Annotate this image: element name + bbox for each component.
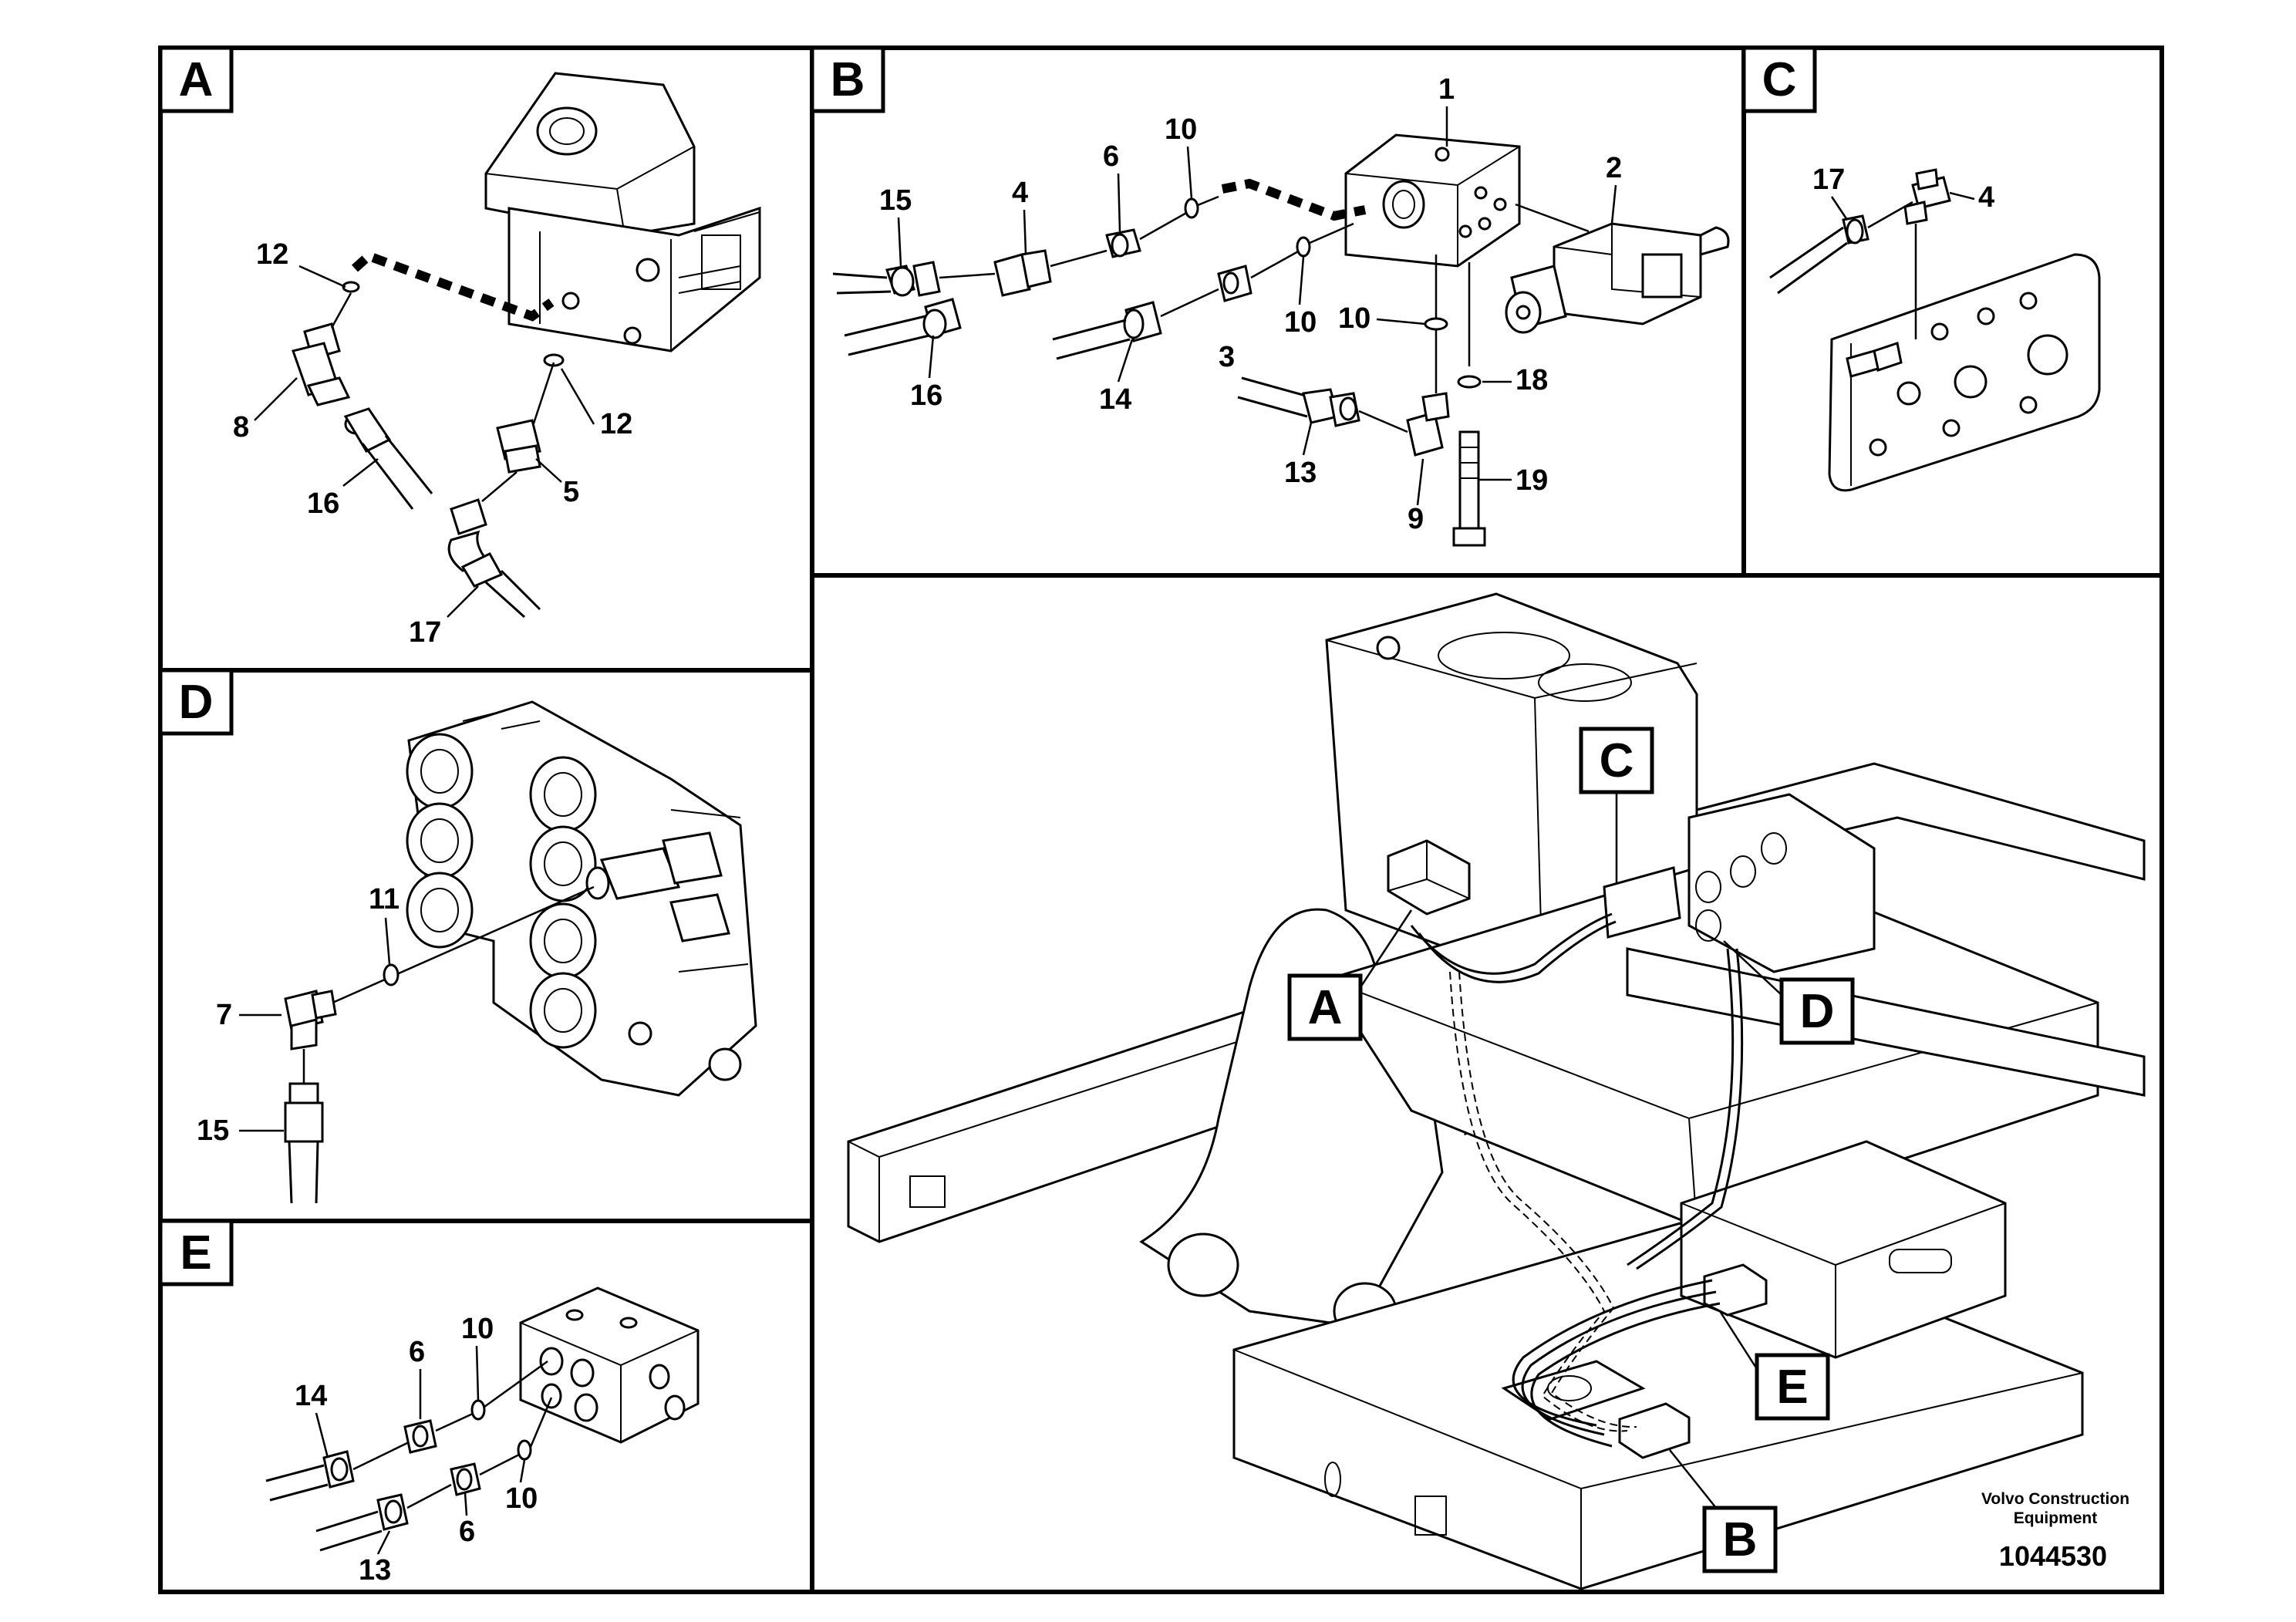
footer: Volvo Construction Equipment 1044530	[1981, 1490, 2129, 1572]
label-a-12-upper: 12	[256, 238, 288, 271]
callout-e-box	[1755, 1353, 1830, 1421]
panel-a: A	[158, 46, 761, 649]
hose-16-a	[343, 407, 433, 510]
label-b-10-mid: 10	[1284, 306, 1317, 339]
label-d-7: 7	[216, 999, 232, 1031]
brand-line-2: Equipment	[2014, 1509, 2098, 1527]
label-b-1: 1	[1438, 73, 1455, 106]
machine-frame-illustration	[847, 592, 2146, 1590]
hose-16-b	[844, 298, 962, 356]
label-b-2: 2	[1606, 152, 1622, 184]
label-b-13: 13	[1284, 457, 1317, 489]
label-a-5: 5	[563, 476, 579, 508]
label-a-17: 17	[409, 616, 441, 649]
panel-a-tag-box	[158, 46, 234, 113]
hose-routing	[1410, 912, 1744, 1448]
panel-d: D	[158, 668, 757, 1204]
panel-c-tag: C	[1762, 53, 1797, 106]
fitting-5-assembly	[481, 353, 565, 502]
panel-e-tag: E	[180, 1226, 211, 1280]
panel-c-tag-box	[1741, 46, 1817, 113]
panel-b-tag: B	[831, 53, 865, 106]
label-e-6-upper: 6	[409, 1336, 425, 1368]
control-valve-illustration	[406, 700, 757, 1097]
panel-d-tag-box	[158, 668, 234, 736]
callout-c-tag: C	[1600, 734, 1634, 787]
label-e-13: 13	[359, 1554, 391, 1587]
label-a-8: 8	[233, 411, 249, 443]
manifold-block-illustration	[1344, 133, 1521, 268]
hose-17-c	[1769, 201, 1913, 295]
hose-15-d	[284, 1082, 324, 1204]
overview-frame	[810, 573, 2164, 1594]
label-b-14: 14	[1099, 383, 1131, 416]
manifold-block-e-illustration	[519, 1286, 700, 1444]
label-b-4: 4	[1012, 177, 1028, 209]
label-b-15: 15	[879, 184, 912, 217]
label-a-12-lower: 12	[600, 408, 632, 440]
brand-line-1: Volvo Construction	[1981, 1490, 2129, 1508]
callout-d-box	[1779, 977, 1855, 1045]
bolt-19-illustration	[1452, 262, 1486, 547]
solenoid-valve-illustration	[484, 72, 761, 352]
label-d-15: 15	[197, 1114, 229, 1147]
callout-a-tag: A	[1308, 981, 1343, 1034]
hose-17-a	[447, 498, 541, 619]
label-b-19: 19	[1515, 464, 1548, 497]
pilot-line-dashed-a	[352, 251, 555, 322]
tee-fitting-4-c	[1903, 168, 1951, 339]
label-c-4: 4	[1978, 181, 1994, 214]
callout-d-tag: D	[1800, 985, 1835, 1038]
label-c-17: 17	[1812, 164, 1845, 196]
panel-e-tag-box	[158, 1219, 234, 1286]
label-b-10-top: 10	[1165, 113, 1197, 146]
fitting-8-assembly	[292, 281, 360, 406]
label-b-6: 6	[1103, 140, 1119, 173]
panel-b-tag-box	[810, 46, 885, 113]
pilot-line-dashed-b	[1221, 178, 1367, 221]
label-b-9: 9	[1408, 503, 1424, 535]
label-e-14: 14	[295, 1380, 327, 1412]
label-b-16: 16	[910, 379, 942, 412]
callout-b-tag: B	[1723, 1513, 1758, 1566]
fitting-chain-b-lower	[1237, 255, 1450, 457]
label-b-3: 3	[1219, 341, 1235, 373]
label-b-18: 18	[1515, 364, 1548, 396]
callout-b-box	[1702, 1506, 1778, 1573]
label-e-6-lower: 6	[459, 1516, 475, 1548]
label-e-10-upper: 10	[461, 1313, 494, 1345]
fitting-chain-b-middle	[1052, 222, 1354, 360]
panel-a-tag: A	[179, 53, 214, 106]
doc-number: 1044530	[1999, 1540, 2107, 1572]
label-e-10-lower: 10	[505, 1482, 538, 1515]
fitting-chain-e-upper	[265, 1360, 548, 1502]
callout-e-tag: E	[1776, 1361, 1808, 1414]
label-d-11: 11	[369, 883, 400, 916]
callout-a-box	[1287, 973, 1363, 1041]
panel-e: E	[158, 1219, 700, 1587]
elbow-7-assembly	[284, 885, 595, 1084]
label-a-16: 16	[307, 487, 339, 520]
solenoid-illustration	[1505, 203, 1730, 334]
fitting-chain-e-lower	[315, 1397, 553, 1552]
label-b-10-low: 10	[1338, 302, 1371, 335]
panel-b: B	[810, 46, 1730, 547]
mounting-plate-illustration	[1828, 253, 2101, 492]
panel-c: C 17 4	[1741, 46, 2101, 492]
panel-d-tag: D	[179, 676, 214, 729]
callout-c-box	[1579, 727, 1654, 794]
overview: C A D E B	[847, 592, 2146, 1590]
